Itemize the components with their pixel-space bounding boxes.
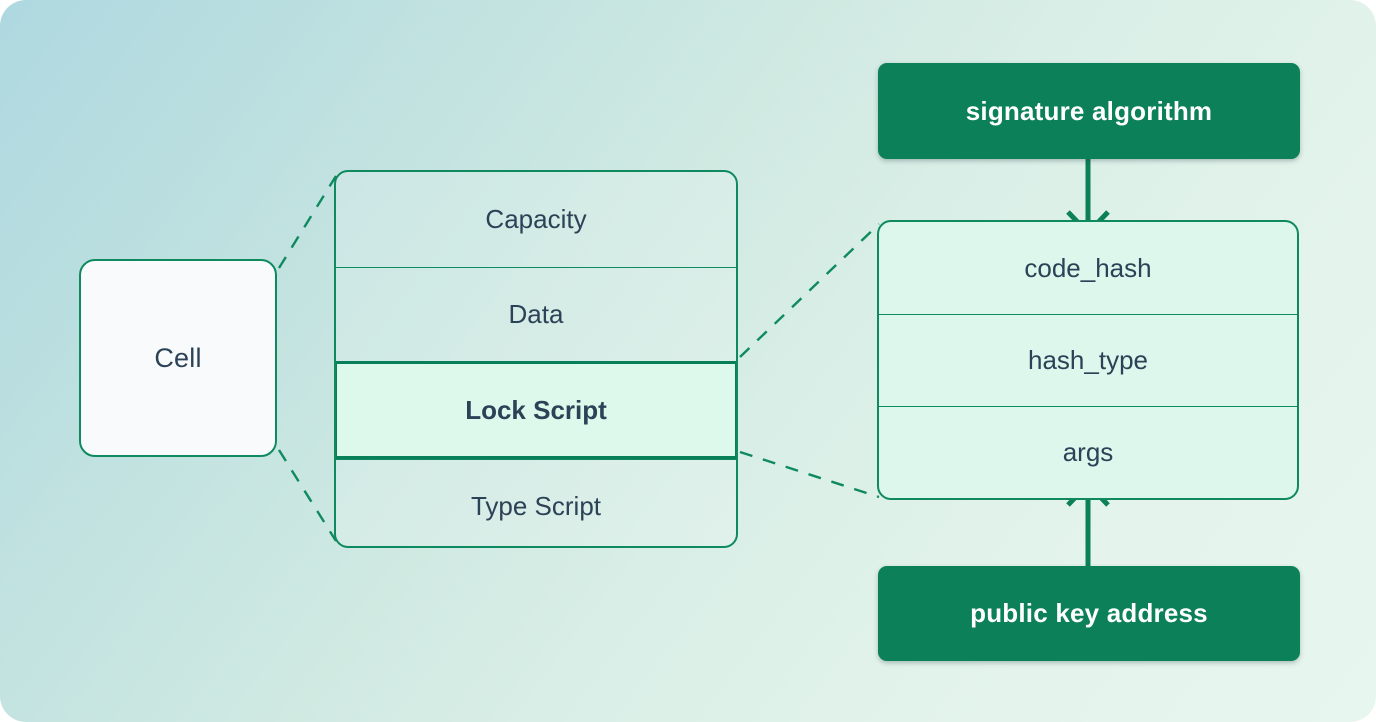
- cell-field-capacity-label: Capacity: [485, 203, 587, 234]
- cell-field-lock-script-label: Lock Script: [465, 394, 607, 425]
- connector-cell-to-fields-bottom: [277, 449, 338, 542]
- cell-field-data-label: Data: [508, 298, 564, 329]
- lock-script-field-hash-type[interactable]: hash_type: [879, 314, 1297, 406]
- cell-node[interactable]: Cell: [79, 259, 277, 457]
- annotation-signature-algorithm-label: signature algorithm: [965, 95, 1213, 126]
- connector-lockscript-to-fields-bottom: [739, 450, 880, 499]
- lock-script-field-code-hash[interactable]: code_hash: [879, 222, 1297, 314]
- cell-field-type-script[interactable]: Type Script: [336, 459, 736, 546]
- annotation-public-key-address-label: public key address: [970, 598, 1208, 628]
- connector-lockscript-to-fields-top: [739, 223, 880, 358]
- lock-script-field-code-hash-label: code_hash: [1024, 252, 1152, 283]
- lock-script-field-hash-type-label: hash_type: [1028, 345, 1148, 375]
- lock-script-stack: code_hash hash_type args: [877, 220, 1299, 500]
- lock-script-field-args-label: args: [1062, 437, 1114, 467]
- connector-cell-to-fields-top: [277, 175, 338, 269]
- cell-field-lock-script[interactable]: Lock Script: [336, 361, 736, 459]
- annotation-signature-algorithm[interactable]: signature algorithm: [878, 63, 1300, 159]
- annotation-public-key-address[interactable]: public key address: [878, 566, 1300, 661]
- cell-field-capacity[interactable]: Capacity: [336, 172, 736, 267]
- cell-field-data[interactable]: Data: [336, 266, 736, 362]
- lock-script-field-args[interactable]: args: [879, 406, 1297, 498]
- cell-fields-stack: Capacity Data Lock Script Type Script: [334, 170, 738, 548]
- cell-field-type-script-label: Type Script: [470, 491, 602, 522]
- cell-label: Cell: [154, 342, 202, 373]
